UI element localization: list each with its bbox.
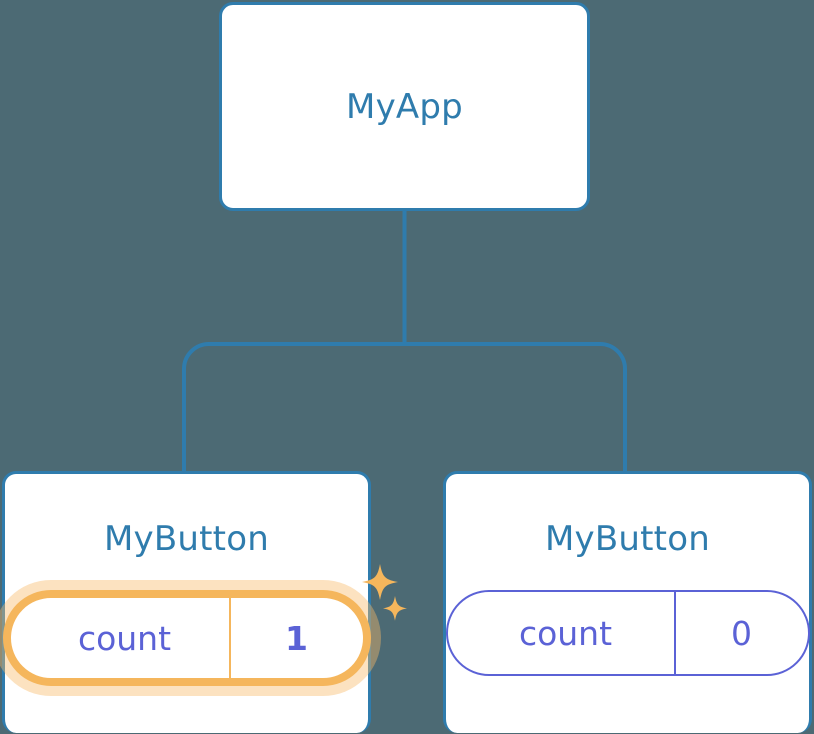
- node-child-mybutton-2[interactable]: MyButton count 0: [443, 471, 812, 733]
- node-child-title: MyButton: [104, 519, 269, 559]
- edge-to-right-child: [404, 342, 627, 472]
- state-pill-key: count: [77, 618, 172, 658]
- state-pill-count-updated[interactable]: count 1: [2, 590, 371, 686]
- state-pill-wrapper: count 0: [445, 590, 810, 676]
- node-root-title: MyApp: [346, 86, 463, 127]
- node-root-myapp[interactable]: MyApp: [219, 2, 590, 211]
- edge-to-left-child: [182, 342, 405, 472]
- state-pill-key: count: [518, 613, 613, 653]
- state-pill-count[interactable]: count 0: [445, 590, 810, 676]
- state-pill-value: 1: [228, 598, 363, 678]
- state-pill-value: 0: [673, 592, 808, 674]
- node-child-title: MyButton: [545, 519, 710, 559]
- state-pill-wrapper-updated: count 1: [2, 564, 407, 686]
- node-child-mybutton-1[interactable]: MyButton count 1: [2, 471, 407, 733]
